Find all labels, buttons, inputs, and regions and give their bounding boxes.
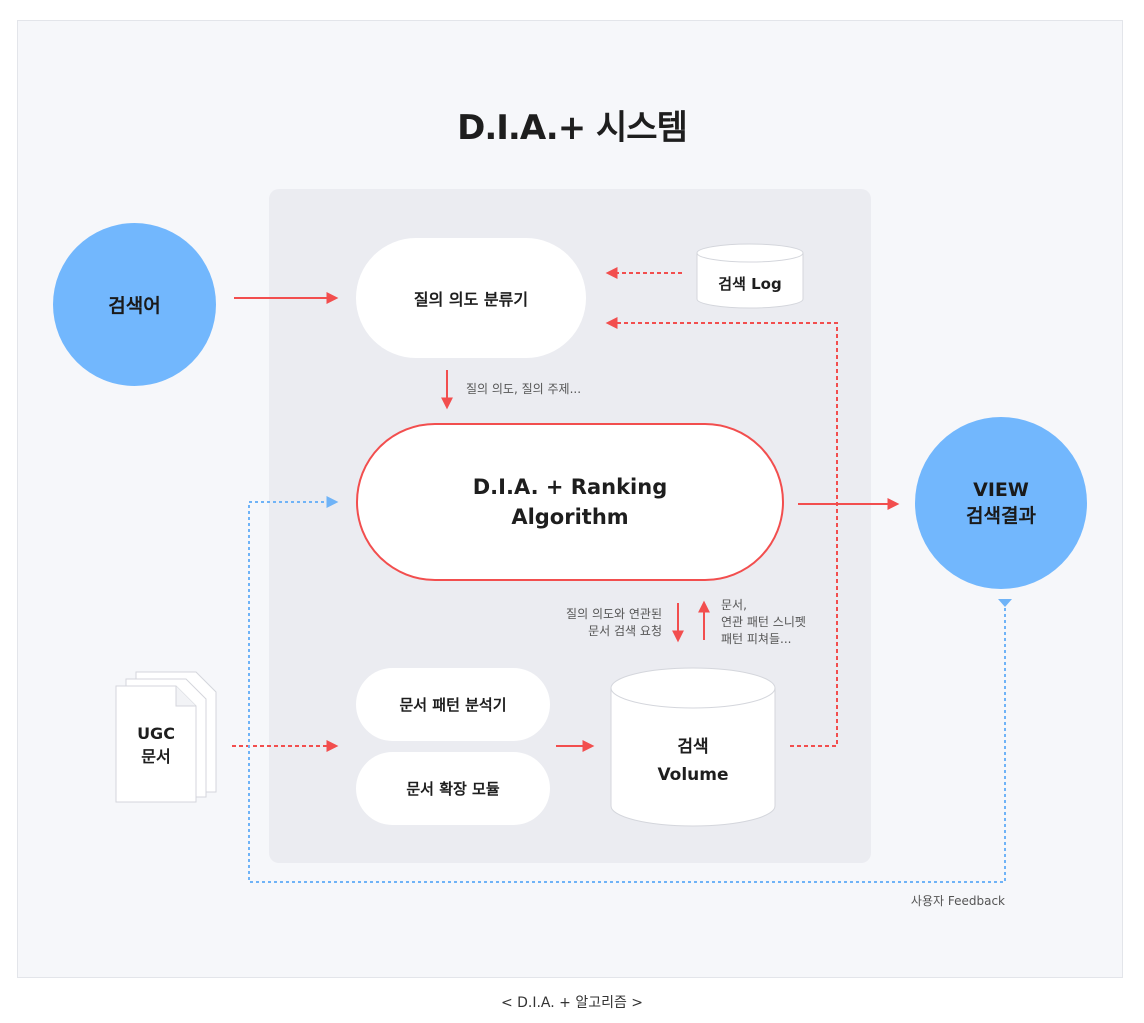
view-results-node: VIEW 검색결과 bbox=[915, 417, 1087, 589]
arrow-volume-to-classifier bbox=[605, 317, 838, 747]
ranking-label-line2: Algorithm bbox=[511, 505, 629, 529]
figure-caption: < D.I.A. + 알고리즘 > bbox=[500, 995, 644, 1011]
search-request-label: 질의 의도와 연관된 문서 검색 요청 bbox=[520, 606, 662, 640]
search-log-database-icon bbox=[696, 243, 804, 309]
response-label-line1: 문서, bbox=[721, 598, 747, 612]
response-label-line2: 연관 패턴 스니펫 bbox=[721, 615, 806, 629]
feedback-start-marker bbox=[998, 599, 1012, 607]
intent-classifier-node: 질의 의도 분류기 bbox=[356, 238, 586, 358]
ugc-label-line1: UGC bbox=[137, 724, 175, 743]
pattern-analyzer-node: 문서 패턴 분석기 bbox=[356, 668, 550, 741]
request-label-line2: 문서 검색 요청 bbox=[588, 624, 662, 638]
expansion-module-node: 문서 확장 모듈 bbox=[356, 752, 550, 825]
request-label-line1: 질의 의도와 연관된 bbox=[566, 607, 662, 621]
view-label-line2: 검색결과 bbox=[966, 505, 1036, 527]
response-label-line3: 패턴 피쳐들... bbox=[721, 632, 792, 646]
view-label-line1: VIEW bbox=[973, 479, 1029, 501]
ugc-label: UGC 문서 bbox=[116, 722, 196, 768]
expansion-module-label: 문서 확장 모듈 bbox=[406, 780, 500, 798]
intent-topic-label: 질의 의도, 질의 주제... bbox=[466, 382, 582, 396]
query-node: 검색어 bbox=[53, 223, 216, 386]
arrow-user-feedback-loop bbox=[248, 496, 1006, 883]
volume-label: 검색 Volume bbox=[611, 733, 775, 789]
response-label: 문서, 연관 패턴 스니펫 패턴 피쳐들... bbox=[721, 597, 841, 648]
ranking-label-line1: D.I.A. + Ranking bbox=[472, 475, 668, 499]
diagram-title: D.I.A.+ 시스템 bbox=[457, 108, 688, 148]
search-log-label: 검색 Log bbox=[718, 275, 782, 293]
volume-label-line1: 검색 bbox=[677, 737, 709, 757]
ranking-algorithm-node: D.I.A. + Ranking Algorithm bbox=[356, 423, 784, 581]
ugc-label-line2: 문서 bbox=[141, 747, 171, 766]
search-volume-database-icon bbox=[610, 667, 776, 827]
query-label: 검색어 bbox=[108, 295, 161, 317]
ugc-document-icon bbox=[115, 671, 217, 803]
volume-label-line2: Volume bbox=[657, 765, 729, 785]
user-feedback-label: 사용자 Feedback bbox=[910, 894, 1005, 908]
pattern-analyzer-label: 문서 패턴 분석기 bbox=[399, 696, 507, 714]
intent-classifier-label: 질의 의도 분류기 bbox=[413, 290, 529, 309]
